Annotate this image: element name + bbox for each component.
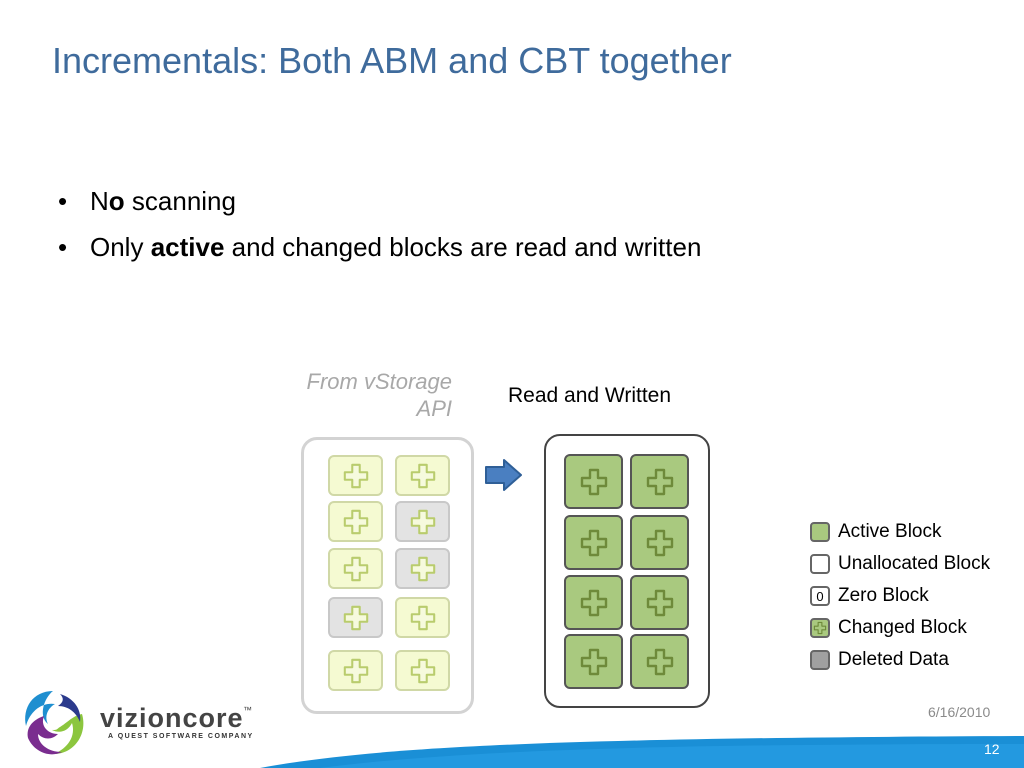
target-block-changed (630, 454, 689, 509)
plus-icon (409, 657, 437, 685)
brand-tagline: A QUEST SOFTWARE COMPANY (108, 733, 254, 740)
source-caption: From vStorage API (240, 368, 453, 422)
legend-label: Zero Block (838, 585, 929, 606)
zero-block-swatch: 0 (810, 586, 830, 606)
unallocated-block-swatch (810, 554, 830, 574)
source-block-changed (328, 650, 383, 691)
plus-icon (342, 555, 370, 583)
legend-label: Deleted Data (838, 649, 949, 670)
plus-icon (342, 462, 370, 490)
bullet-text: Only (90, 232, 151, 262)
plus-icon (645, 528, 675, 558)
plus-icon (645, 467, 675, 497)
slide-date: 6/16/2010 (928, 704, 991, 720)
plus-icon (409, 604, 437, 632)
plus-icon (342, 604, 370, 632)
changed-block-swatch (810, 618, 830, 638)
trademark-symbol: ™ (243, 705, 252, 715)
arrow-right-icon (485, 459, 522, 491)
source-block-changed (395, 650, 450, 691)
plus-icon (813, 621, 827, 635)
page-number: 12 (984, 741, 1000, 757)
target-block-changed (630, 515, 689, 570)
source-block-changed-gray (328, 597, 383, 638)
plus-icon (409, 555, 437, 583)
brand-name: vizioncore (100, 703, 244, 733)
source-caption-line: API (416, 396, 452, 421)
footer-bar (260, 736, 1024, 768)
plus-icon (342, 657, 370, 685)
vizioncore-logo-icon (19, 689, 87, 757)
source-block-changed (395, 455, 450, 496)
plus-icon (409, 508, 437, 536)
deleted-data-swatch (810, 650, 830, 670)
bullet-text-bold: o (108, 186, 125, 216)
source-block-changed (328, 548, 383, 589)
target-block-changed (630, 634, 689, 689)
source-block-changed (328, 455, 383, 496)
target-block-changed (564, 515, 623, 570)
plus-icon (645, 647, 675, 677)
source-block-changed (328, 501, 383, 542)
plus-icon (579, 528, 609, 558)
bullet-item: • No scanning (58, 178, 701, 224)
bullet-marker: • (58, 186, 68, 216)
source-block-changed (395, 597, 450, 638)
legend-label: Unallocated Block (838, 553, 991, 574)
source-block-changed-gray (395, 548, 450, 589)
plus-icon (342, 508, 370, 536)
plus-icon (579, 467, 609, 497)
legend-label: Active Block (838, 521, 942, 542)
target-block-changed (630, 575, 689, 630)
bullet-list: • No scanning • Only active and changed bl… (58, 178, 701, 270)
bullet-text: N (90, 186, 109, 216)
target-block-changed (564, 634, 623, 689)
bullet-text: scanning (124, 186, 236, 216)
source-block-panel (301, 437, 474, 714)
active-block-swatch (810, 522, 830, 542)
plus-icon (579, 588, 609, 618)
plus-icon (409, 462, 437, 490)
plus-icon (645, 588, 675, 618)
bullet-text-bold: active (150, 232, 225, 262)
slide-title: Incrementals: Both ABM and CBT together (52, 40, 732, 81)
source-block-changed-gray (395, 501, 450, 542)
bullet-text: and changed blocks are read and written (224, 232, 702, 262)
target-block-changed (564, 454, 623, 509)
legend-label: Changed Block (838, 617, 967, 638)
target-block-changed (564, 575, 623, 630)
plus-icon (579, 647, 609, 677)
source-caption-line: From vStorage (306, 369, 453, 394)
target-caption: Read and Written (508, 384, 672, 407)
bullet-item: • Only active and changed blocks are read… (58, 224, 701, 270)
bullet-marker: • (58, 232, 68, 262)
target-block-panel (544, 434, 710, 708)
